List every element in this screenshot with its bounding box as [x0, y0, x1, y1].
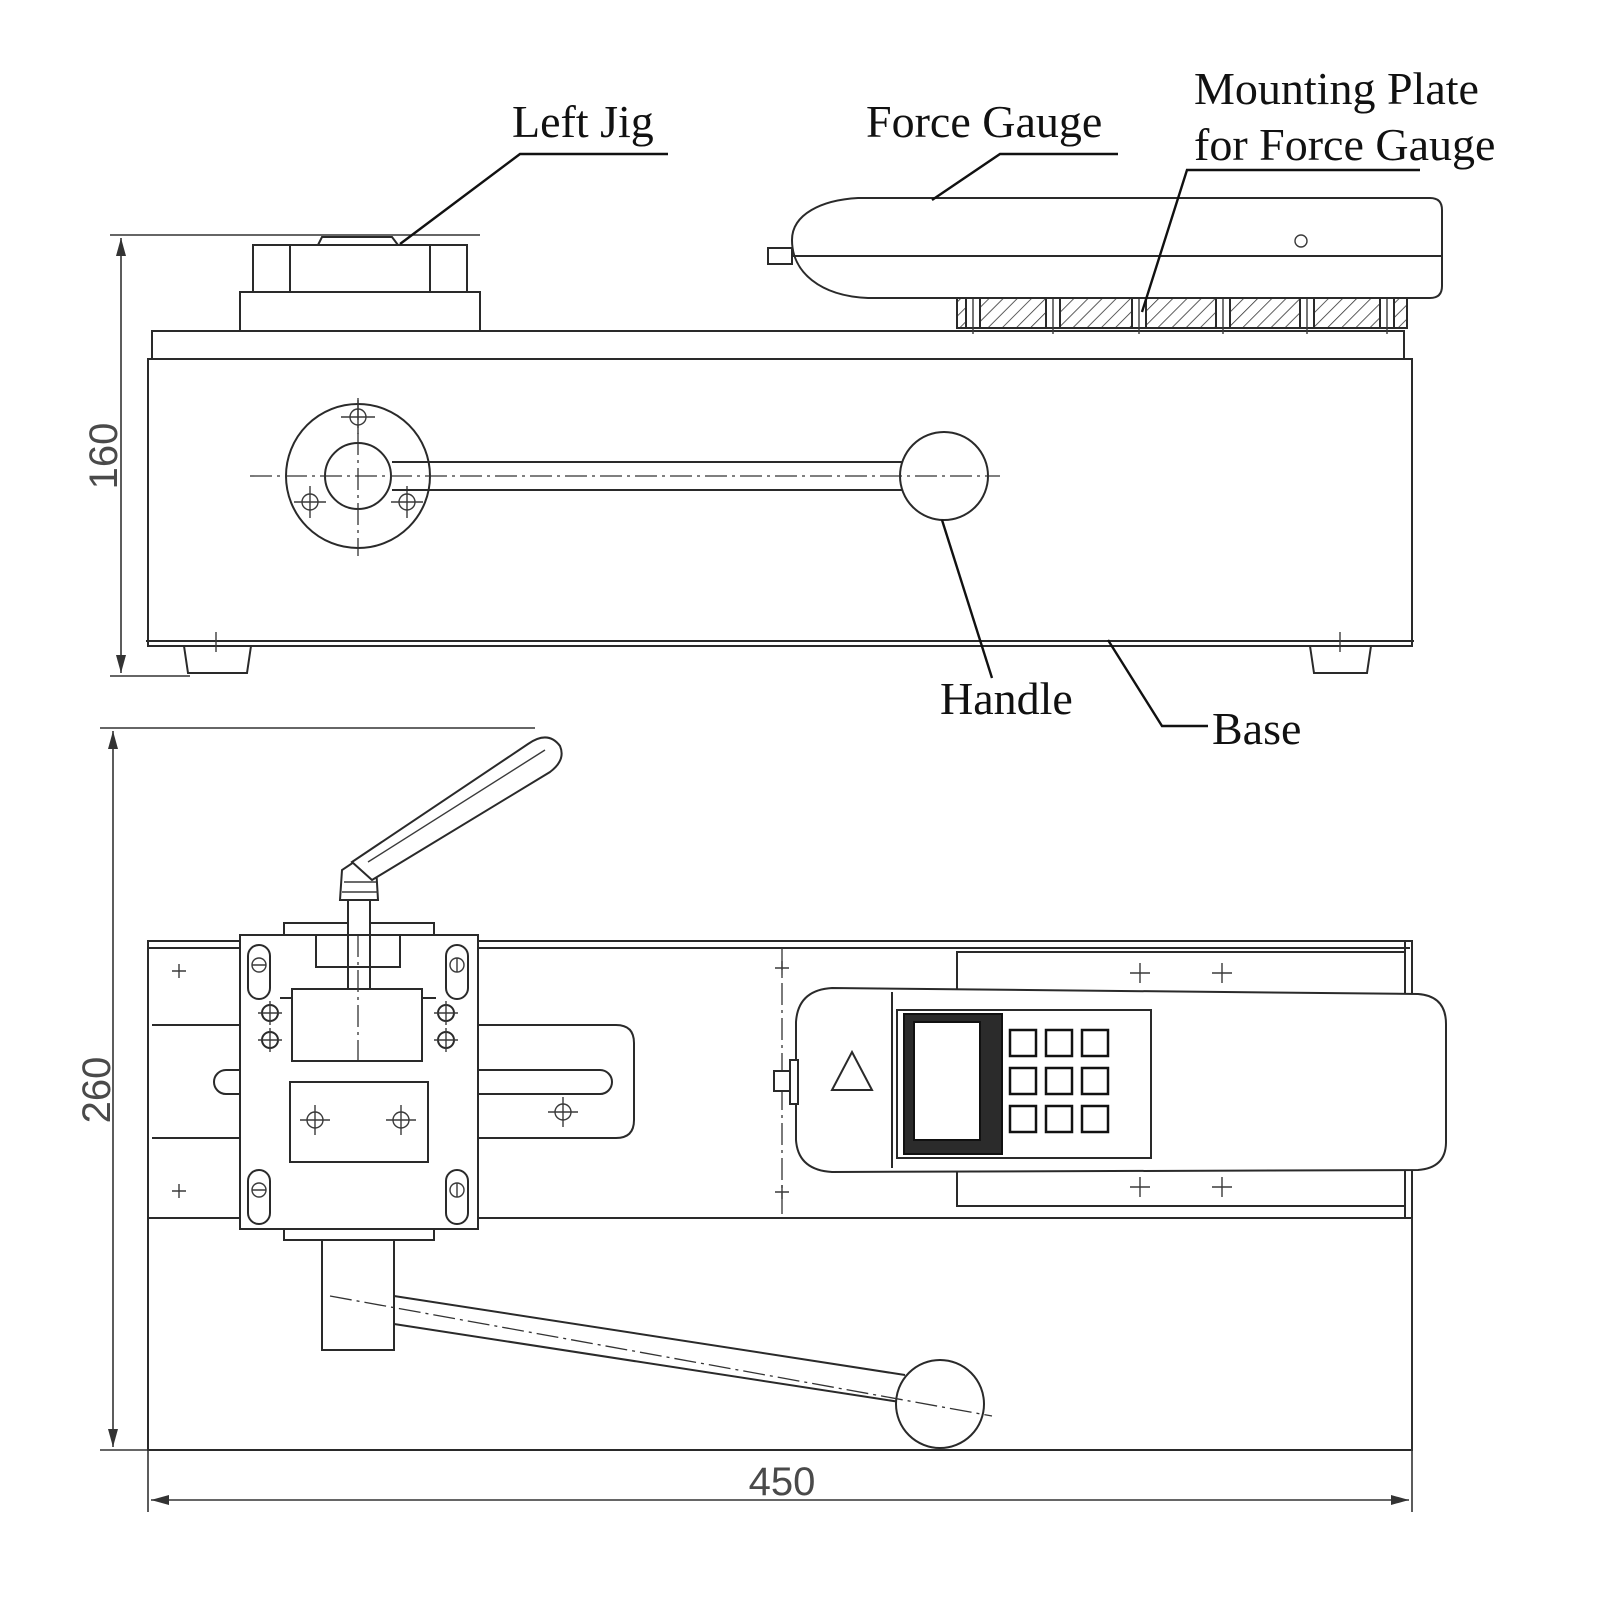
left-jig-top	[239, 922, 479, 1241]
label-mounting-plate-line2: for Force Gauge	[1194, 119, 1495, 170]
dimension-width-label: 450	[749, 1460, 816, 1504]
clamp-lever-top	[338, 736, 563, 989]
dimension-depth-label: 260	[75, 1057, 119, 1124]
label-left-jig: Left Jig	[512, 96, 654, 147]
handle-front	[250, 431, 1000, 521]
label-base: Base	[1212, 703, 1301, 754]
jig-disc-front	[285, 398, 431, 556]
label-mounting-plate-line1: Mounting Plate	[1194, 63, 1479, 114]
top-view	[147, 736, 1447, 1451]
front-view	[146, 197, 1443, 674]
dimension-height-label: 160	[82, 423, 126, 490]
mounting-plate-front	[956, 290, 1408, 334]
jig-slide-rail	[152, 1024, 635, 1139]
label-handle: Handle	[940, 673, 1073, 724]
label-force-gauge: Force Gauge	[866, 96, 1102, 147]
dimensions: 160 260 450	[75, 234, 1413, 1512]
callouts: Left Jig Force Gauge Mounting Plate for …	[399, 63, 1495, 754]
gauge-keypad-panel	[896, 1009, 1152, 1159]
jig-slot-screws	[247, 944, 469, 1225]
force-gauge-front	[767, 197, 1443, 299]
gauge-keypad	[1008, 1028, 1110, 1134]
base-fixing-holes	[172, 961, 789, 1199]
warning-triangle-icon	[830, 1049, 874, 1091]
jig-clamp-screws	[258, 1001, 458, 1052]
force-gauge-top	[773, 986, 1447, 1174]
handle-top	[321, 1239, 993, 1449]
base-front	[146, 330, 1414, 674]
mounting-bolts	[965, 290, 1395, 334]
left-jig-front	[239, 236, 481, 332]
